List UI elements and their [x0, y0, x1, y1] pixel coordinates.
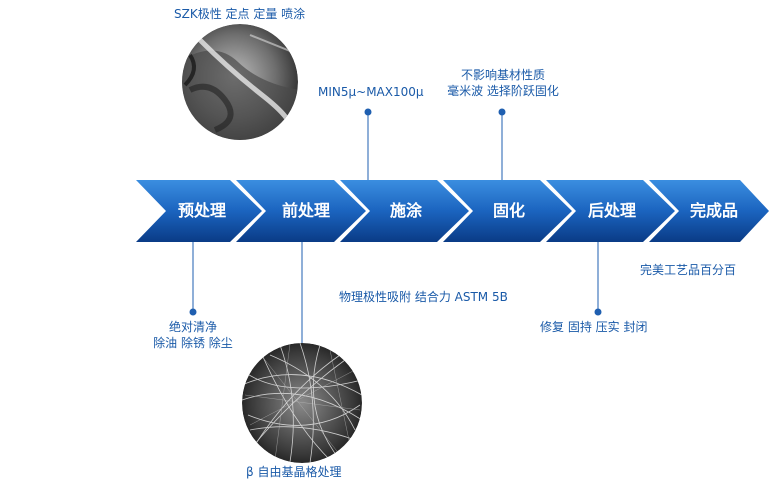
annotation-pretreatment: 绝对清净 除油 除锈 除尘: [143, 319, 243, 351]
step-label-coating: 施涂: [389, 201, 422, 220]
chevron-step-4: [443, 180, 572, 242]
micrograph-surface-image: [182, 24, 298, 140]
step-label-curing: 固化: [492, 201, 525, 220]
step-label-finished: 完成品: [689, 201, 738, 220]
step-label-pretreatment: 预处理: [177, 201, 226, 220]
step-label-postprocess: 后处理: [587, 201, 636, 220]
annotation-thickness: MIN5μ~MAX100μ: [318, 85, 424, 99]
chevron-step-1: [136, 180, 262, 242]
annotation-pretreatment-line1: 绝对清净: [168, 320, 217, 334]
chevron-step-2: [236, 180, 366, 242]
step-label-preprocess: 前处理: [281, 201, 330, 220]
annotation-postprocess: 修复 固持 压实 封闭: [540, 320, 648, 334]
chevron-step-6: [649, 180, 769, 242]
annotation-curing-line2: 毫米波 选择阶跃固化: [447, 84, 559, 98]
annotation-pretreatment-line2: 除油 除锈 除尘: [153, 336, 233, 350]
annotation-curing: 不影响基材性质 毫米波 选择阶跃固化: [432, 67, 574, 99]
annotation-szk-spray: SZK极性 定点 定量 喷涂: [174, 7, 306, 21]
chevron-step-5: [546, 180, 675, 242]
annotation-curing-line1: 不影响基材性质: [460, 68, 545, 82]
chevron-step-3: [340, 180, 469, 242]
annotation-adhesion: 物理极性吸附 结合力 ASTM 5B: [339, 290, 508, 304]
micrograph-fiber-image: [242, 343, 362, 463]
annotation-finished: 完美工艺品百分百: [640, 263, 737, 277]
annotation-beta-treatment: β 自由基晶格处理: [246, 465, 342, 479]
